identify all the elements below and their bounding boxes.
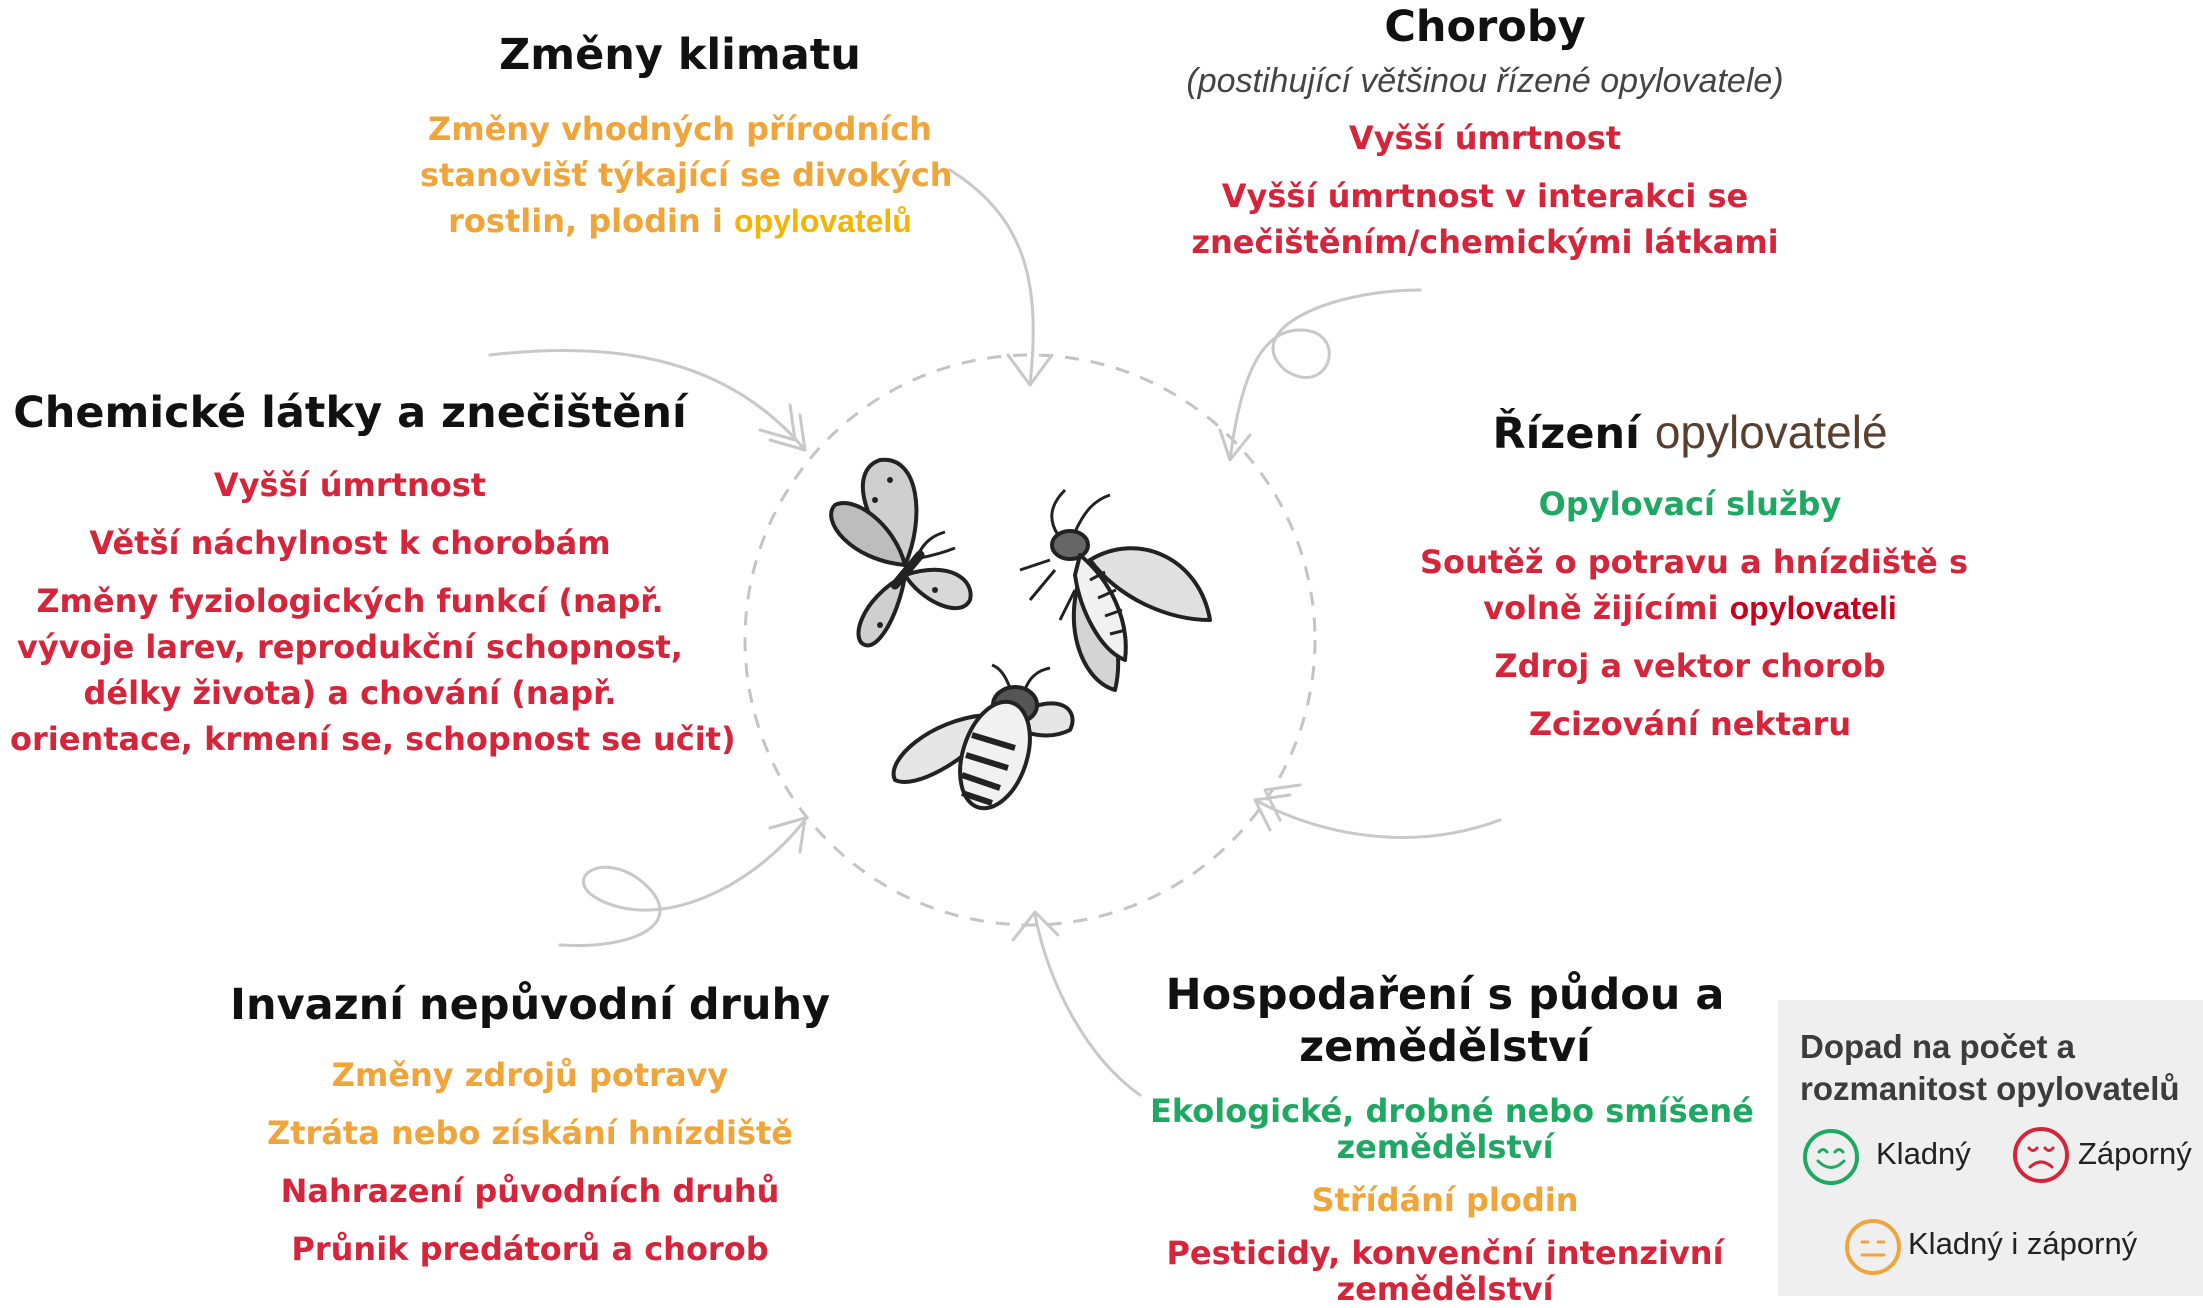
invasive-item-1: Změny zdrojů potravy xyxy=(230,1052,830,1098)
arrow-managed xyxy=(1255,785,1500,837)
climate-section: Změny klimatu Změny vhodných přírodních … xyxy=(420,30,940,244)
legend-title-line-2: rozmanitost opylovatelů xyxy=(1800,1068,2180,1110)
legend-title: Dopad na počet a rozmanitost opylovatelů xyxy=(1800,1026,2180,1110)
arrow-invasive xyxy=(560,818,805,946)
climate-line-2: stanovišť týkající se divokých xyxy=(420,152,940,198)
managed-title: Řízení opylovatelé xyxy=(1420,405,1960,461)
land-title-line-2: zemědělství xyxy=(1150,1022,1740,1074)
arrow-diseases xyxy=(1220,290,1420,460)
managed-item-2-line-2: volně žijícími opylovateli xyxy=(1420,585,1960,631)
bee-icon xyxy=(894,665,1073,817)
managed-item-1: Opylovací služby xyxy=(1420,481,1960,527)
land-item-3-line-1: Pesticidy, konvenční intenzivní xyxy=(1150,1235,1740,1271)
climate-pollinators-word: opylovatelů xyxy=(734,203,912,239)
diseases-subtitle: (postihující většinou řízené opylovatele… xyxy=(1150,62,1820,101)
invasive-section: Invazní nepůvodní druhy Změny zdrojů pot… xyxy=(230,980,830,1272)
legend: Dopad na počet a rozmanitost opylovatelů… xyxy=(1778,1000,2203,1296)
smiley-neutral-icon xyxy=(1844,1218,1902,1276)
chemicals-item-3-line-1: Změny fyziologických funkcí (např. xyxy=(10,578,690,624)
invasive-item-4: Průnik predátorů a chorob xyxy=(230,1226,830,1272)
smiley-positive-icon xyxy=(1802,1128,1860,1186)
chemicals-item-3-line-2: vývoje larev, reprodukční schopnost, xyxy=(10,624,690,670)
managed-item-2-line-1: Soutěž o potravu a hnízdiště s xyxy=(1420,539,1960,585)
arrow-land xyxy=(1013,912,1140,1095)
climate-line-1: Změny vhodných přírodních xyxy=(420,106,940,152)
managed-item-3: Zdroj a vektor chorob xyxy=(1420,643,1960,689)
chemicals-item-3-line-4: orientace, krmení se, schopnost se učit) xyxy=(10,716,690,762)
diseases-item-2-line-1: Vyšší úmrtnost v interakci se xyxy=(1150,173,1820,219)
managed-pollinators-word: opylovateli xyxy=(1730,590,1897,626)
chemicals-title: Chemické látky a znečištění xyxy=(10,388,690,440)
managed-section: Řízení opylovatelé Opylovací služby Sout… xyxy=(1420,405,1960,747)
center-dashed-circle xyxy=(745,355,1315,925)
wasp-icon xyxy=(1020,490,1210,690)
chemicals-item-3-line-3: délky života) a chování (např. xyxy=(10,670,690,716)
diseases-title: Choroby xyxy=(1150,2,1820,54)
legend-negative-label: Záporný xyxy=(2078,1136,2192,1172)
invasive-item-3: Nahrazení původních druhů xyxy=(230,1168,830,1214)
diseases-item-2-line-2: znečištěním/chemickými látkami xyxy=(1150,219,1820,265)
climate-title: Změny klimatu xyxy=(420,30,940,82)
climate-text: Změny vhodných přírodních stanovišť týka… xyxy=(420,106,940,244)
managed-item-4: Zcizování nektaru xyxy=(1420,701,1960,747)
climate-line-3: rostlin, plodin i opylovatelů xyxy=(420,198,940,244)
legend-positive-label: Kladný xyxy=(1876,1136,1971,1172)
butterfly-icon xyxy=(831,460,970,646)
land-item-1-line-2: zemědělství xyxy=(1150,1129,1740,1165)
smiley-negative-icon xyxy=(2012,1126,2070,1184)
legend-mixed-label: Kladný i záporný xyxy=(1908,1226,2137,1262)
diseases-section: Choroby (postihující většinou řízené opy… xyxy=(1150,2,1820,265)
arrow-climate xyxy=(950,170,1052,385)
chemicals-section: Chemické látky a znečištění Vyšší úmrtno… xyxy=(10,388,690,762)
land-item-1-line-1: Ekologické, drobné nebo smíšené xyxy=(1150,1093,1740,1129)
land-section: Hospodaření s půdou a zemědělství Ekolog… xyxy=(1150,970,1740,1307)
invasive-title: Invazní nepůvodní druhy xyxy=(230,980,830,1032)
land-item-2: Střídání plodin xyxy=(1150,1177,1740,1223)
chemicals-item-2: Větší náchylnost k chorobám xyxy=(10,520,690,566)
legend-title-line-1: Dopad na počet a xyxy=(1800,1026,2180,1068)
land-title-line-1: Hospodaření s půdou a xyxy=(1150,970,1740,1022)
invasive-item-2: Ztráta nebo získání hnízdiště xyxy=(230,1110,830,1156)
chemicals-item-1: Vyšší úmrtnost xyxy=(10,462,690,508)
managed-title-pollinators: opylovatelé xyxy=(1655,406,1888,458)
land-item-3-line-2: zemědělství xyxy=(1150,1271,1740,1307)
diseases-item-1: Vyšší úmrtnost xyxy=(1150,115,1820,161)
